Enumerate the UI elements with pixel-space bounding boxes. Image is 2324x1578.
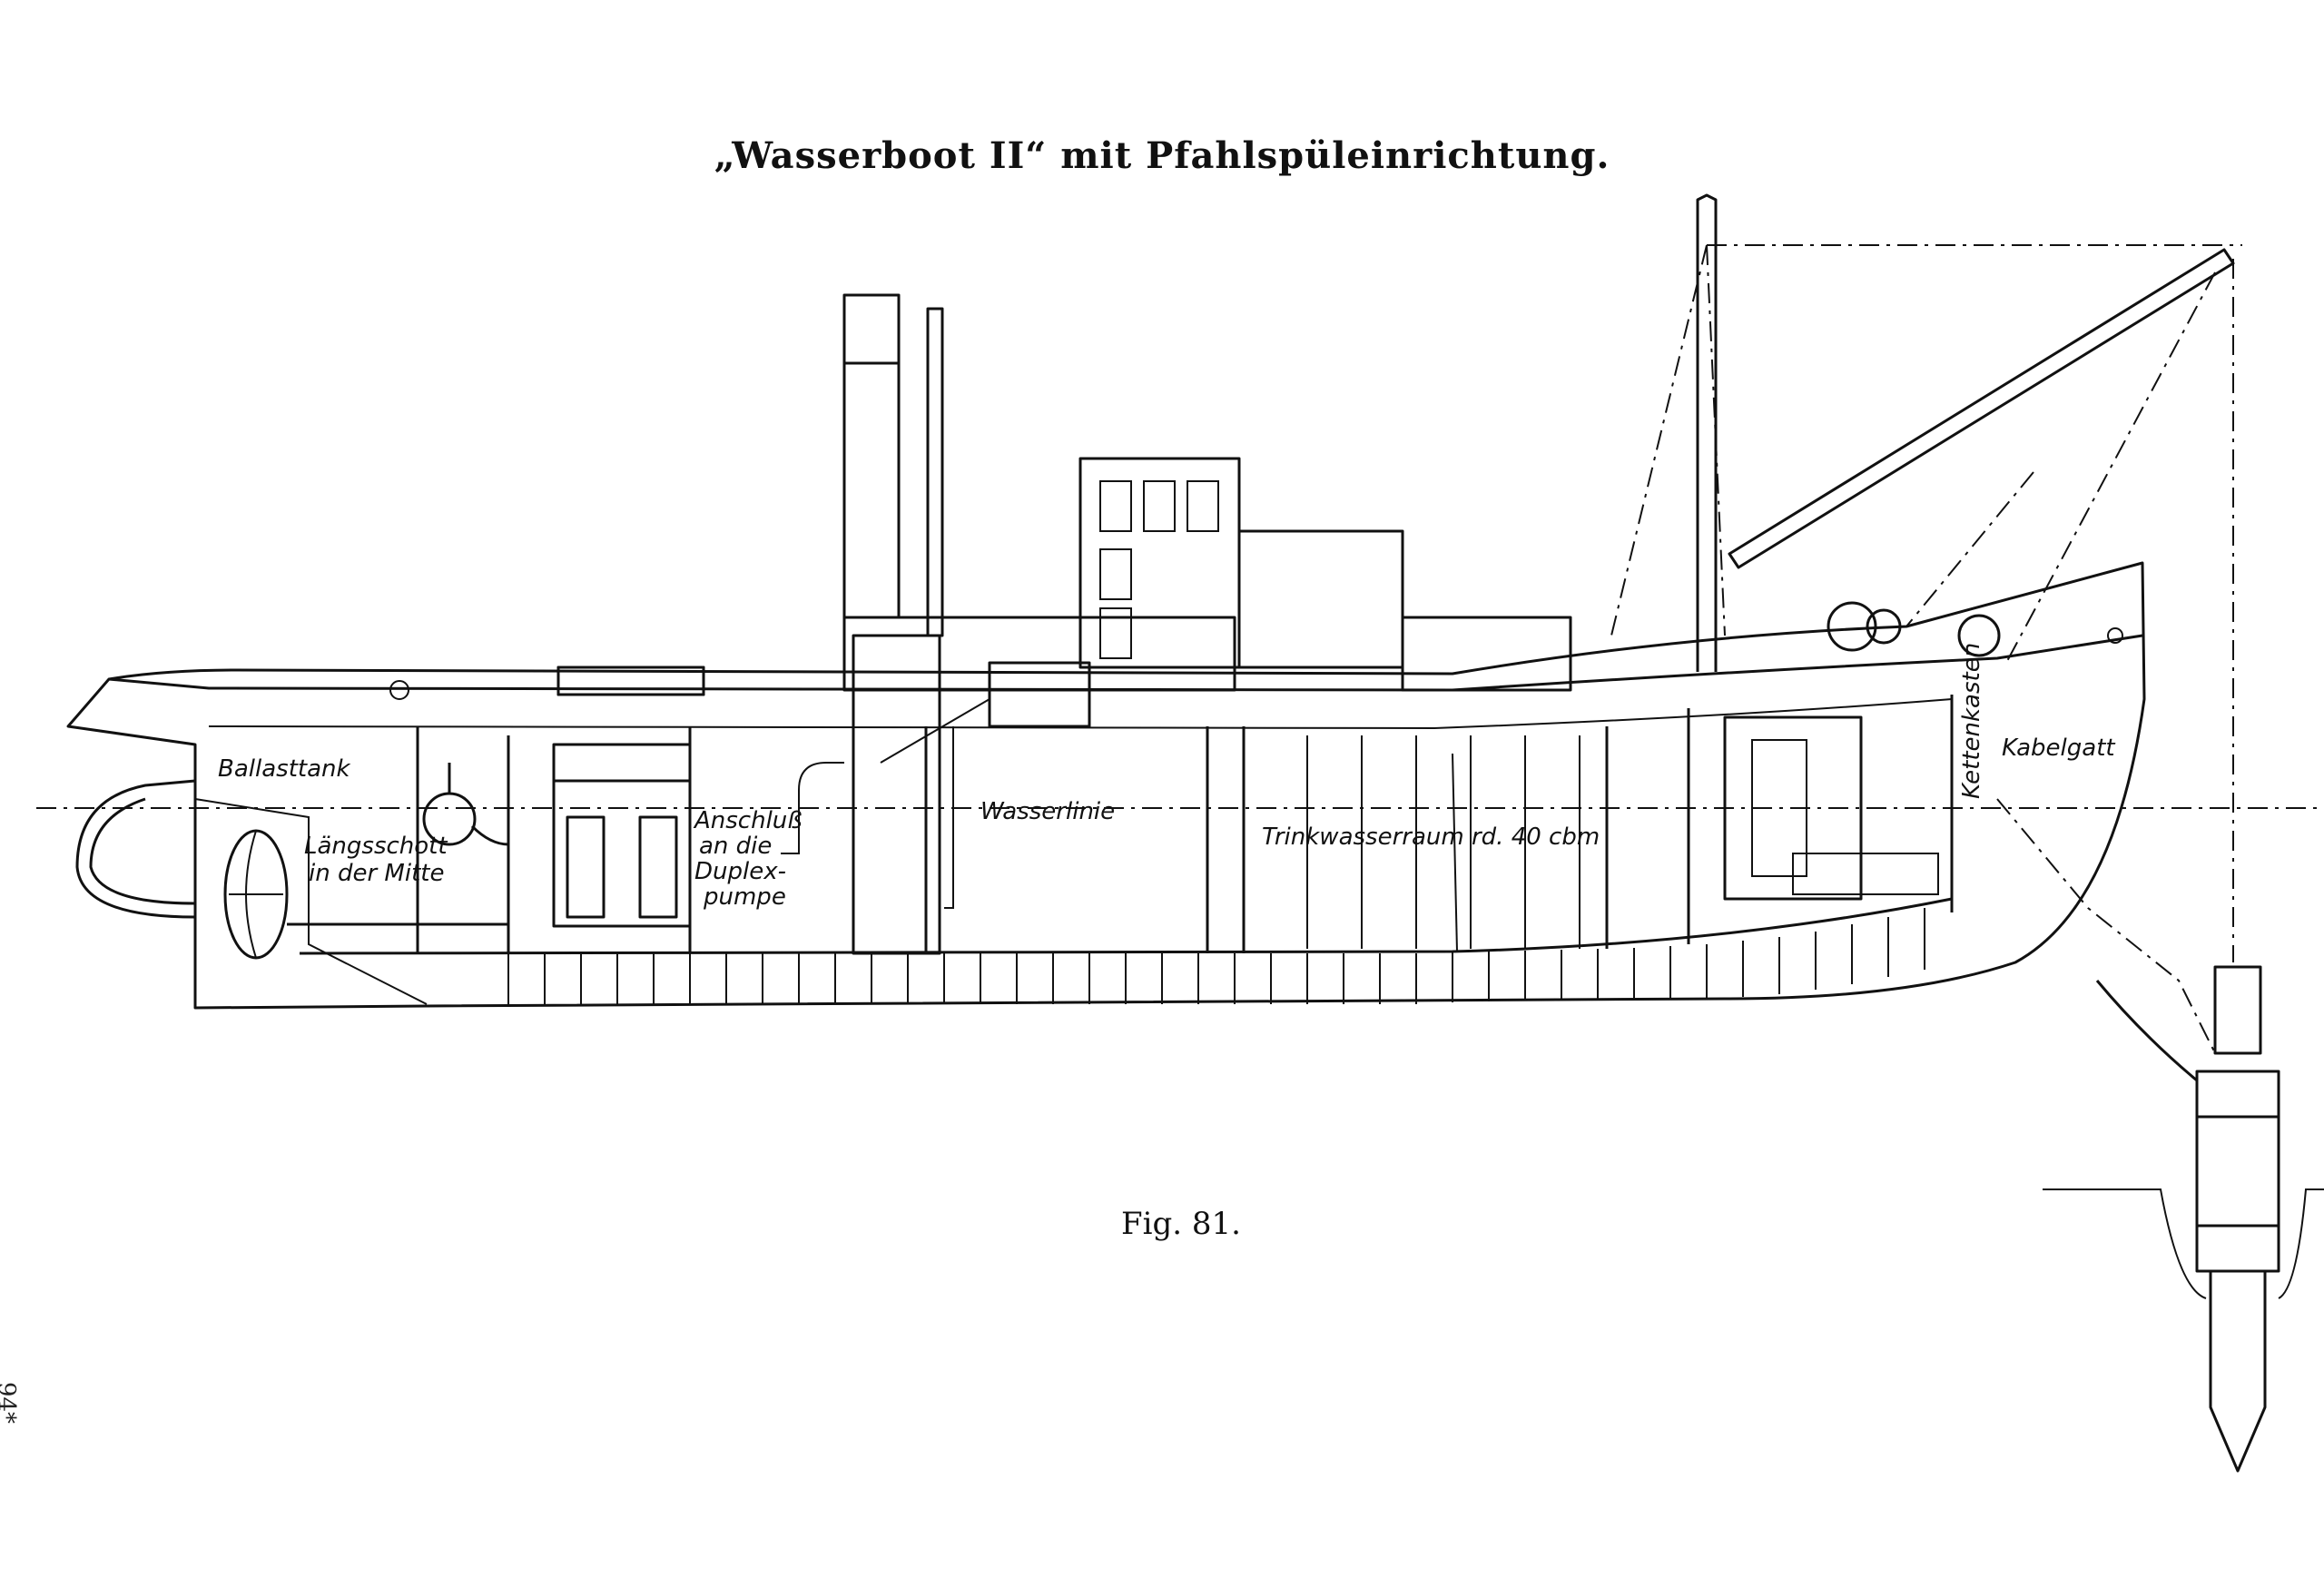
winch-drum <box>1827 601 1877 652</box>
seabed-line <box>2043 1188 2324 1299</box>
double-bottom-line <box>299 897 1953 955</box>
floor-frames <box>507 908 1925 1004</box>
label-laengsschott-1: Längsschott <box>304 833 448 860</box>
label-anschluss-1: Anschluß <box>693 807 803 834</box>
tank-frames <box>1306 735 1581 952</box>
feed-pipe <box>880 698 990 909</box>
flushing-hose <box>2095 980 2198 1082</box>
fore-cabin <box>1723 715 1863 901</box>
boiler-room <box>852 634 941 955</box>
label-anschluss-4: pumpe <box>703 883 786 911</box>
propeller-blade <box>229 830 283 959</box>
steam-pipe <box>926 307 944 637</box>
label-kabelgatt: Kabelgatt <box>2002 735 2115 762</box>
fore-cabin-bench <box>1792 853 1939 895</box>
diagram-title: „Wasserboot II“ mit Pfahlspüleinrichtung… <box>714 134 1610 177</box>
deck-cabin-stern <box>556 666 705 696</box>
mast-stays <box>1610 244 1726 636</box>
mast <box>1696 193 1718 672</box>
engine-block <box>552 743 692 928</box>
fore-cabin-door <box>1751 739 1807 877</box>
label-trinkwasserraum: Trinkwasserraum rd. 40 cbm <box>1262 824 1600 851</box>
label-ballasttank: Ballasttank <box>218 755 350 783</box>
stern-rudder-housing <box>89 781 197 917</box>
figure-caption: Fig. 81. <box>1121 1206 1241 1242</box>
porthole-bow <box>2107 627 2123 644</box>
label-laengsschott-2: in der Mitte <box>309 860 444 887</box>
lower-deck-line <box>208 698 1953 730</box>
stern-frame <box>194 798 428 1005</box>
capstan <box>1957 614 2001 657</box>
bulkheads <box>416 695 1954 953</box>
duplex-pump-connection-pipe <box>781 762 844 854</box>
derrick-boom <box>1728 248 2235 569</box>
pile-flushing-device <box>2195 965 2280 1473</box>
winch-gear <box>1866 608 1902 645</box>
label-anschluss-2: an die <box>699 833 772 860</box>
anchor-chain <box>1996 798 2216 1054</box>
superstructure <box>556 457 1572 696</box>
porthole-stern <box>389 680 409 700</box>
hull-outline <box>66 561 2146 1010</box>
derrick-rigging <box>1707 244 2242 962</box>
upper-tank <box>988 661 1091 728</box>
wheelhouse-windows <box>1099 480 1219 659</box>
label-anschluss-3: Duplex- <box>694 858 786 885</box>
main-deck-line <box>108 634 2143 692</box>
pump-cylinder <box>422 763 509 846</box>
label-wasserlinie: Wasserlinie <box>980 798 1115 825</box>
label-kettenkasten: Kettenkasten <box>1958 643 1985 799</box>
funnel <box>842 293 901 619</box>
